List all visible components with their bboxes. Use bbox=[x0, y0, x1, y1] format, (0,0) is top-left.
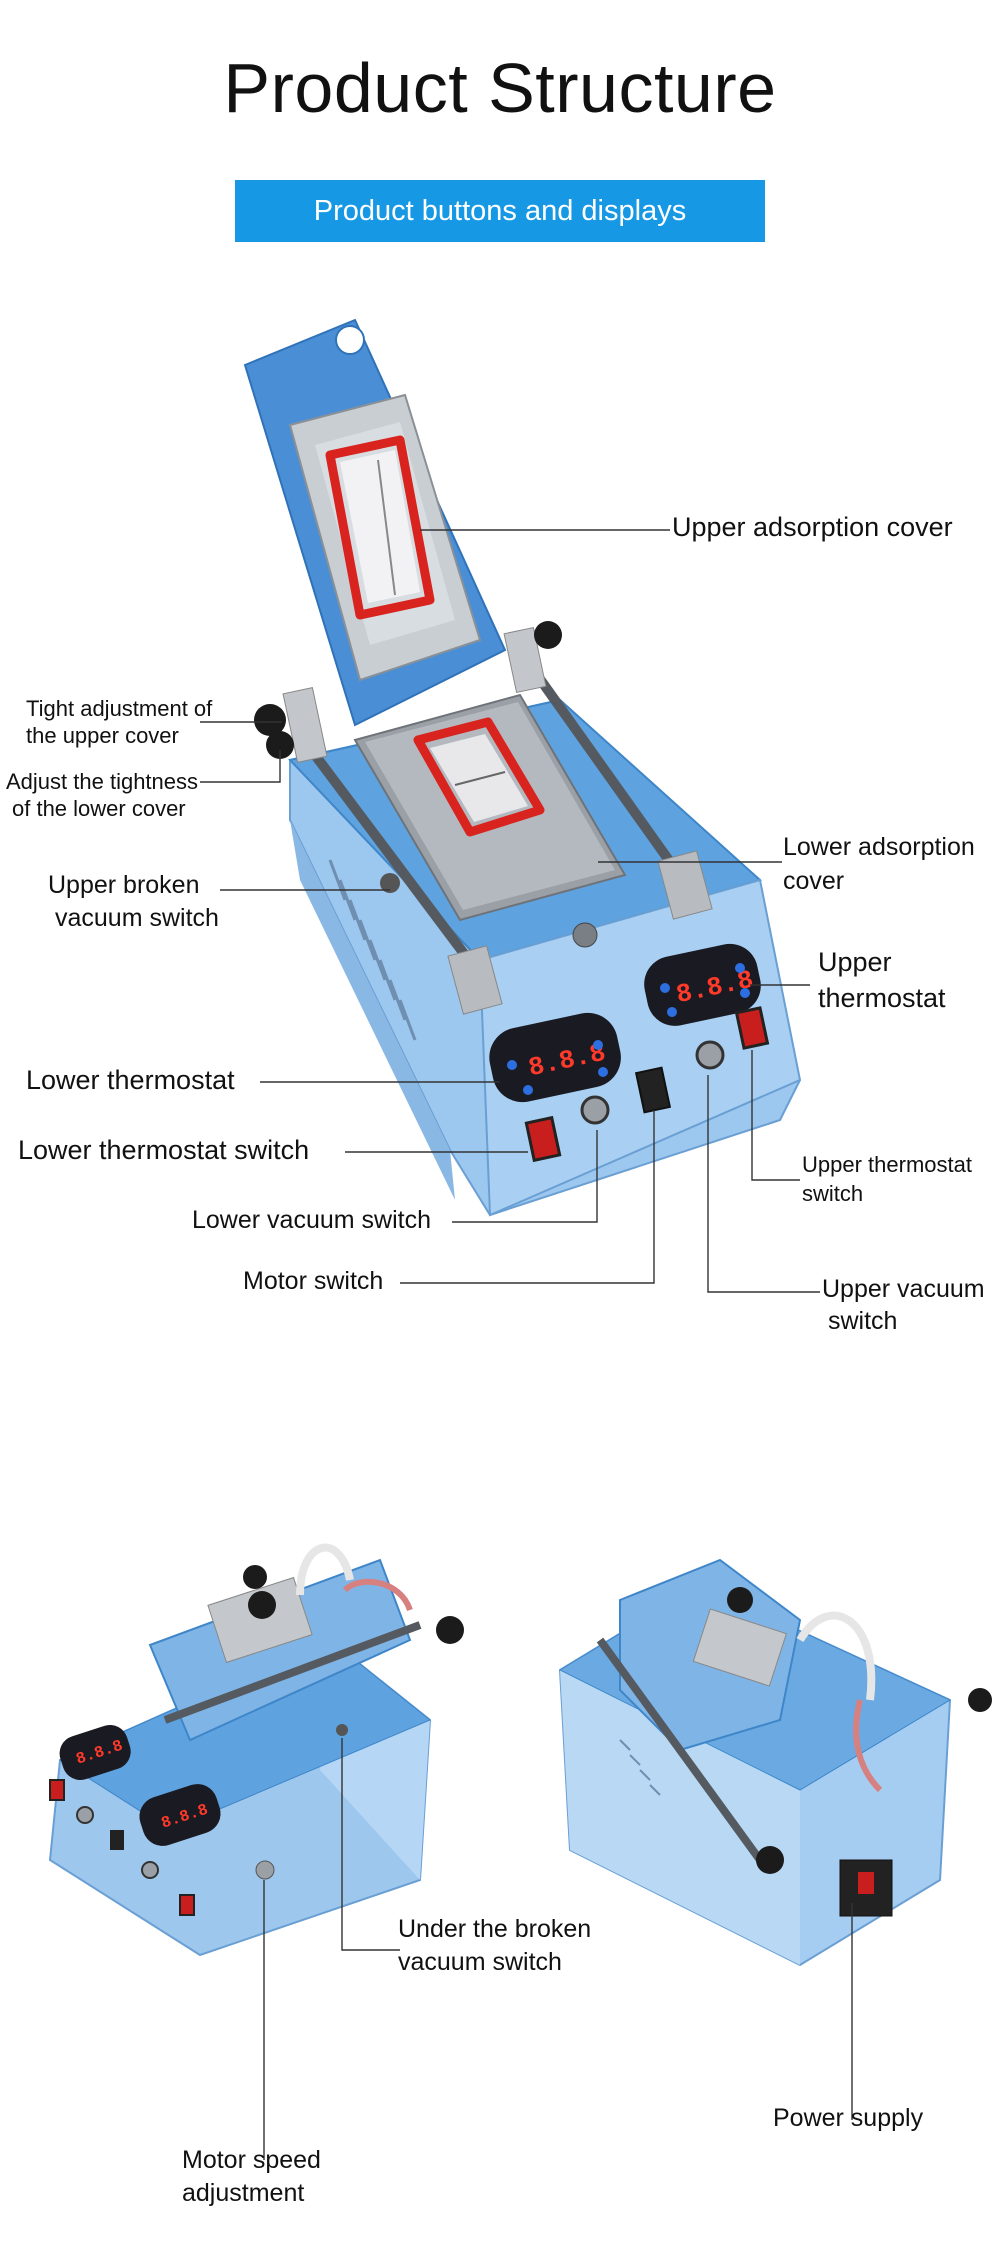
label-lower-adsorption-1: Lower adsorption bbox=[783, 833, 975, 861]
label-adjust-tightness-1: Adjust the tightness bbox=[6, 769, 199, 794]
label-under-broken-2: vacuum switch bbox=[398, 1948, 562, 1976]
label-upper-vacuum-2: switch bbox=[828, 1307, 898, 1335]
section-banner: Product buttons and displays bbox=[235, 180, 765, 242]
label-upper-vacuum-1: Upper vacuum bbox=[822, 1275, 985, 1303]
label-motor-speed-2: adjustment bbox=[182, 2179, 305, 2207]
label-lower-vacuum-switch: Lower vacuum switch bbox=[192, 1206, 431, 1234]
main-machine-image: 8.8.8 8.8.8 bbox=[243, 318, 802, 1217]
page-title: Product Structure bbox=[223, 49, 777, 127]
label-motor-speed-1: Motor speed bbox=[182, 2146, 321, 2174]
label-upper-adsorption-cover: Upper adsorption cover bbox=[672, 512, 953, 542]
label-tight-adjustment-1: Tight adjustment of bbox=[26, 696, 213, 721]
label-upper-broken-1: Upper broken bbox=[48, 871, 200, 899]
label-adjust-tightness-2: of the lower cover bbox=[12, 796, 186, 821]
label-under-broken-1: Under the broken bbox=[398, 1915, 592, 1943]
label-upper-thermostat-1: Upper bbox=[818, 947, 892, 977]
label-upper-thermostat-switch-1: Upper thermostat bbox=[802, 1152, 972, 1177]
section-banner-label: Product buttons and displays bbox=[313, 194, 687, 227]
label-motor-switch: Motor switch bbox=[243, 1267, 384, 1295]
label-tight-adjustment-2: the upper cover bbox=[26, 723, 179, 748]
label-upper-thermostat-switch-2: switch bbox=[802, 1181, 864, 1206]
label-lower-adsorption-2: cover bbox=[783, 867, 845, 895]
label-lower-thermostat-switch: Lower thermostat switch bbox=[18, 1135, 310, 1165]
left-machine-image: 8.8.8 8.8.8 bbox=[48, 1543, 464, 1957]
label-upper-thermostat-2: thermostat bbox=[818, 983, 946, 1013]
label-lower-thermostat: Lower thermostat bbox=[26, 1065, 235, 1095]
label-power-supply: Power supply bbox=[773, 2104, 924, 2132]
right-machine-image bbox=[558, 1558, 992, 1967]
label-upper-broken-2: vacuum switch bbox=[55, 904, 219, 932]
